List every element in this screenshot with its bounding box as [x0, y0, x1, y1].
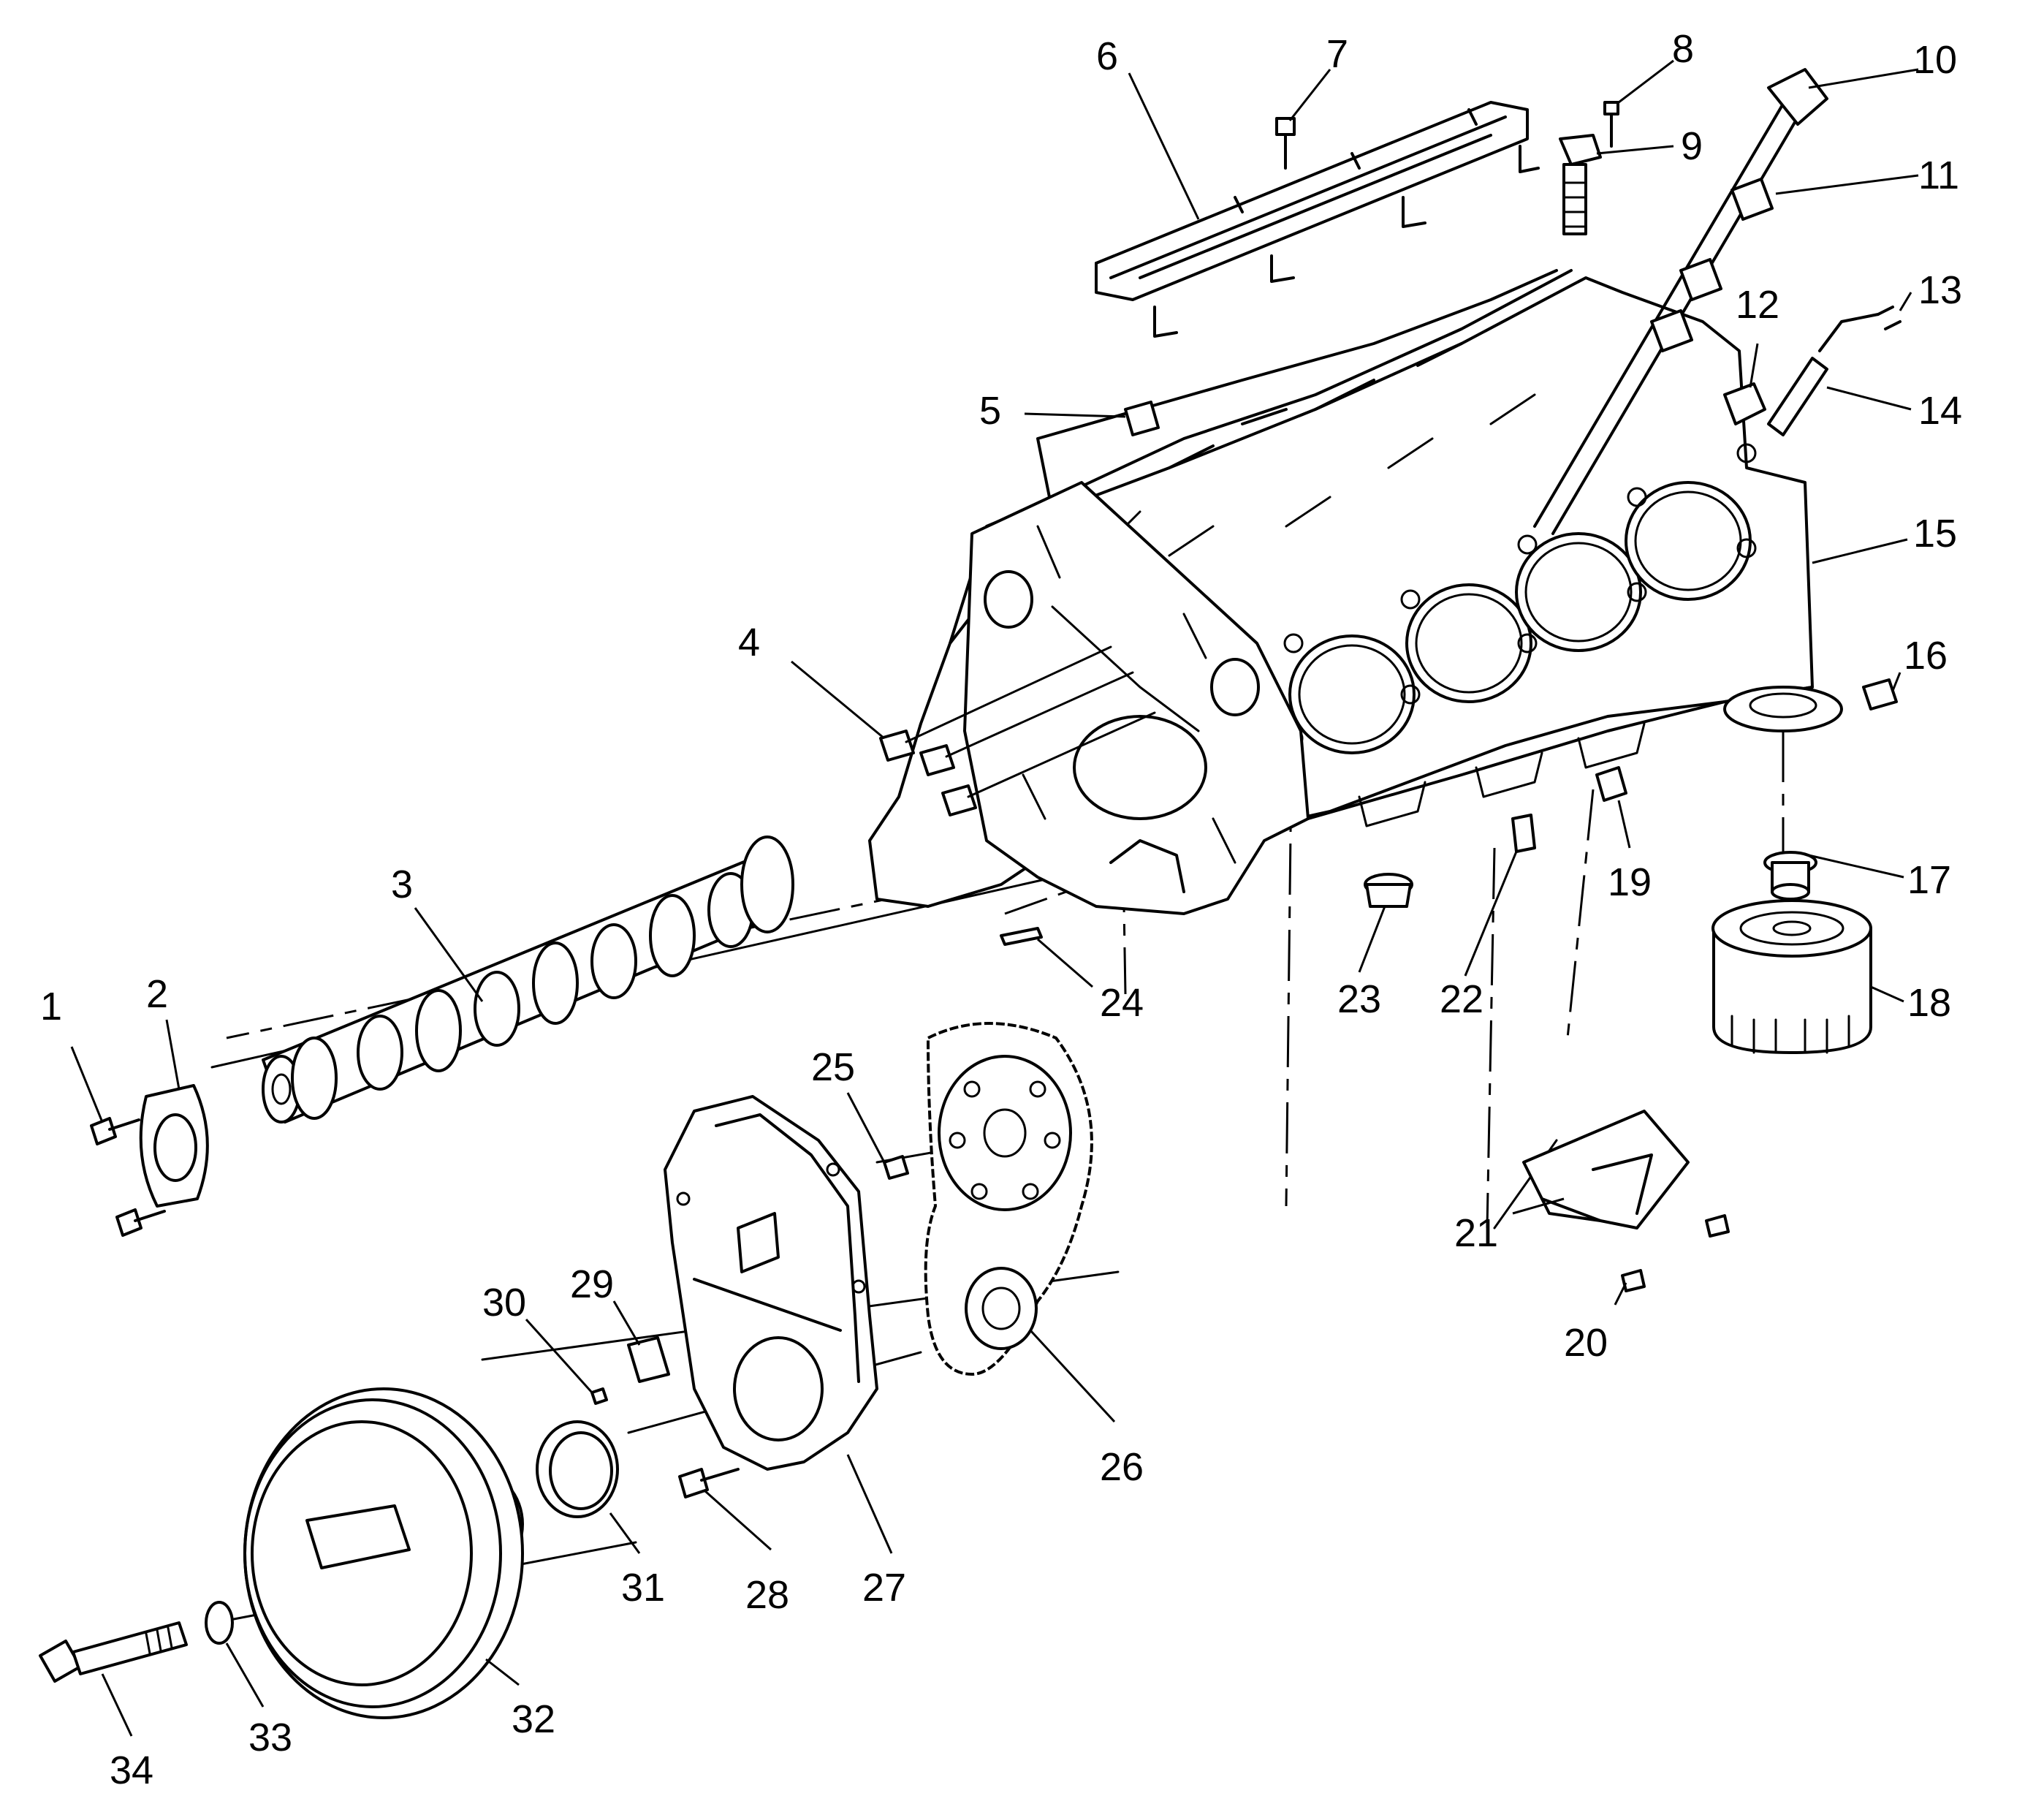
callout-7: 7: [1326, 32, 1348, 76]
callout-18: 18: [1907, 981, 1951, 1025]
part-29-sensor: [627, 1336, 670, 1383]
part-25-bolt: [883, 1155, 909, 1180]
callout-3: 3: [391, 863, 413, 906]
part-32-harmonic-balancer: [243, 1387, 524, 1719]
part-18-oil-filter: [1711, 899, 1872, 1054]
part-6-lifter-guide-retainer: [1095, 101, 1540, 338]
part-23-plug: [1364, 873, 1413, 908]
part-20-bolts: [1621, 1214, 1730, 1292]
part-8-bolt: [1603, 101, 1619, 148]
part-21-bracket: [1522, 1110, 1690, 1229]
callout-33: 33: [248, 1716, 292, 1759]
part-30-bolt: [590, 1387, 608, 1405]
callout-15: 15: [1913, 512, 1957, 556]
callout-labels: 1 2 3 4 5 6 7 8 9 10 11 12 13 14 15 16 1…: [40, 27, 1962, 1792]
callout-12: 12: [1736, 283, 1779, 327]
callout-13: 13: [1918, 268, 1962, 312]
callout-23: 23: [1337, 977, 1381, 1021]
part-26-timing-set: [924, 1022, 1093, 1376]
callout-16: 16: [1904, 634, 1948, 678]
engine-block: [868, 269, 1843, 915]
callout-30: 30: [482, 1281, 526, 1325]
callout-2: 2: [146, 972, 168, 1016]
callout-9: 9: [1681, 124, 1703, 168]
callout-20: 20: [1564, 1321, 1608, 1365]
part-19-bolt: [1595, 766, 1627, 802]
callout-8: 8: [1672, 27, 1694, 71]
part-3-camshaft: [262, 835, 794, 1124]
part-12-plug: [1723, 382, 1766, 425]
part-13-14-sensor: [1767, 306, 1901, 436]
callout-4: 4: [738, 621, 760, 664]
part-31-seal: [536, 1420, 619, 1518]
part-1-bolts: [90, 1117, 166, 1237]
part-28-bolt: [678, 1468, 740, 1498]
part-10-11-dipstick-tube: [1533, 68, 1828, 535]
part-16-plug: [1862, 678, 1898, 711]
callout-17: 17: [1907, 858, 1951, 902]
callout-24: 24: [1100, 981, 1144, 1025]
callout-29: 29: [570, 1262, 614, 1306]
part-7-bolt: [1275, 117, 1296, 170]
callout-22: 22: [1440, 977, 1483, 1021]
callout-5: 5: [979, 389, 1001, 433]
callout-19: 19: [1608, 860, 1652, 904]
callout-31: 31: [621, 1566, 665, 1610]
callout-11: 11: [1918, 154, 1959, 197]
callout-34: 34: [110, 1748, 153, 1792]
part-33-washer: [205, 1601, 234, 1645]
callout-25: 25: [811, 1045, 855, 1089]
part-24-dowel: [1000, 927, 1043, 946]
leader-lines: [70, 59, 1919, 1737]
callout-27: 27: [862, 1566, 906, 1610]
part-17-filter-adapter: [1763, 851, 1817, 901]
part-34-bolt: [39, 1621, 188, 1683]
callout-21: 21: [1454, 1211, 1498, 1255]
callout-32: 32: [512, 1697, 555, 1741]
part-9-distributor-clamp: [1559, 134, 1602, 235]
callout-1: 1: [40, 985, 62, 1028]
part-22-sensor: [1511, 814, 1536, 853]
callout-26: 26: [1100, 1445, 1144, 1489]
callout-6: 6: [1096, 34, 1118, 78]
callout-14: 14: [1918, 389, 1962, 433]
part-27-front-cover: [664, 1095, 878, 1471]
part-5-plug: [1124, 401, 1160, 436]
callout-28: 28: [745, 1573, 789, 1617]
callout-10: 10: [1913, 38, 1957, 82]
part-2-camshaft-retainer: [139, 1084, 209, 1208]
part-4-plugs: [879, 645, 1156, 816]
